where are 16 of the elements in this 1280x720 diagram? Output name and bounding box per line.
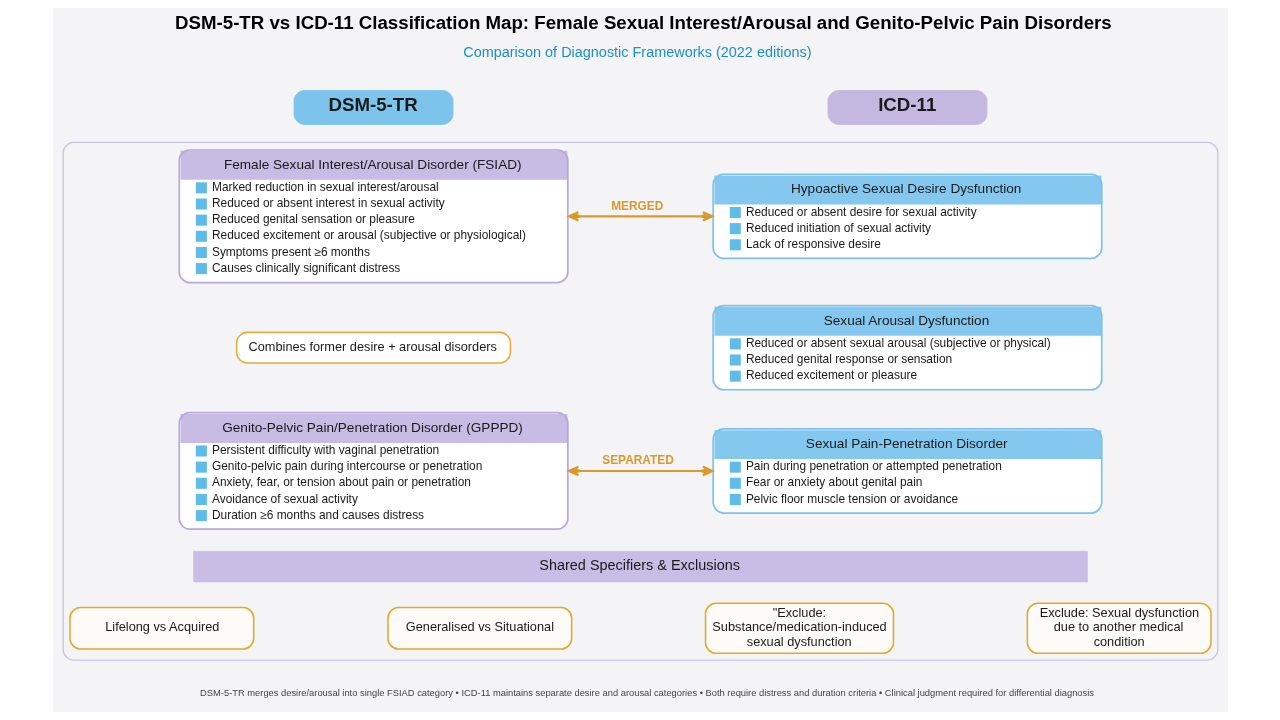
cluster <box>62 141 1218 661</box>
label: Comparison of Diagnostic Frameworks (2022 editions) <box>462 44 811 61</box>
edge-label: MERGED <box>610 198 663 213</box>
node-box: Exclude: Sexual dysfunction due to another medical condition <box>1026 602 1212 655</box>
arrow <box>567 211 713 222</box>
node-box: Combines former desire + arousal disorders <box>235 331 511 364</box>
arrow <box>567 465 713 477</box>
node-box: ICD-11 <box>827 90 987 125</box>
node-box: Shared Specifiers & Exclusions <box>192 550 1088 583</box>
diagram-title: DSM-5-TR vs ICD-11 Classification Map: Female Sexual Interest/Arousal and Genito-Pelvic Pain Disorders <box>174 11 1112 33</box>
caption: DSM-5-TR merges desire/arousal into single FSIAD category • ICD-11 maintains separate desire and arousal categories • Both require distress and duration criteria • Clinical judgment required for differential diagnosis <box>199 687 1094 698</box>
node-box: DSM-5-TR <box>293 90 453 125</box>
node-box: Lifelong vs Acquired <box>68 606 254 650</box>
edge-label: SEPARATED <box>601 453 674 468</box>
node-box: Generalised vs Situational <box>386 606 572 650</box>
node-box: "Exclude: Substance/medication-induced sexual dysfunction <box>704 602 894 655</box>
